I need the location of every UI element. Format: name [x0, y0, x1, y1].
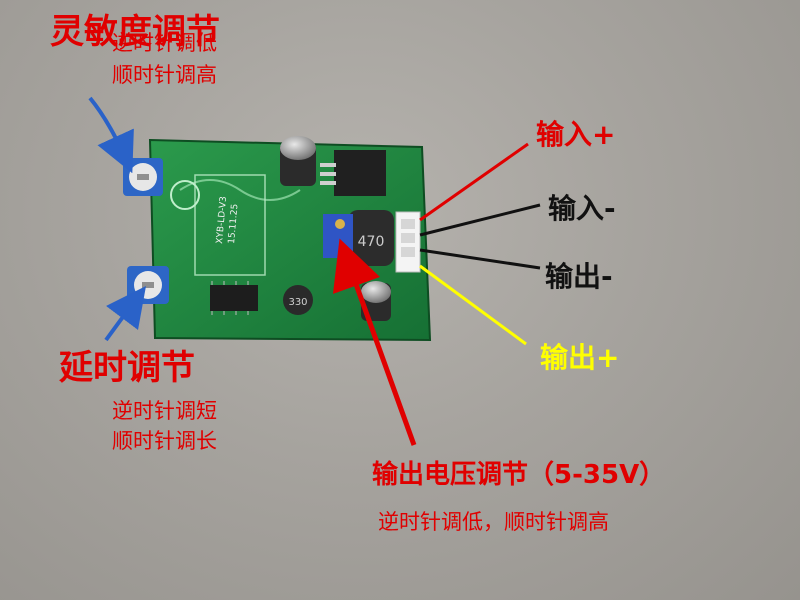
ic-chip — [210, 281, 258, 315]
delay-ccw-note: 逆时针调短 — [112, 399, 217, 423]
delay-potentiometer — [127, 266, 169, 304]
terminal-connector — [395, 211, 421, 273]
regulator-chip — [320, 150, 386, 196]
sensitivity-cw-note: 顺时针调高 — [112, 63, 217, 87]
electrolytic-capacitor — [280, 136, 316, 186]
sensitivity-label: 灵敏度调节 — [50, 12, 220, 52]
chip-marking: XYB-LD-V3 — [215, 196, 229, 244]
input-plus-line — [419, 142, 529, 222]
voltage-adjust-arrow — [332, 238, 417, 446]
delay-label: 延时调节 — [59, 348, 195, 388]
voltage-note: 逆时针调低，顺时针调高 — [378, 510, 609, 534]
input-plus-label: 输入+ — [536, 118, 616, 151]
small-inductor: 330 — [283, 285, 313, 315]
voltage-title: 输出电压调节（5-35V） — [372, 460, 666, 490]
output-plus-line — [419, 264, 527, 346]
date-marking: 15.11.25 — [227, 203, 240, 244]
sensitivity-potentiometer — [123, 158, 163, 196]
inductor: 470 — [348, 210, 394, 266]
sensitivity-ccw-note: 逆时针调低 — [112, 31, 217, 55]
inductor-marking: 470 — [358, 234, 385, 250]
voltage-trim-potentiometer — [323, 214, 353, 258]
delay-arrow — [104, 285, 146, 342]
output-minus-line — [419, 248, 541, 270]
input-minus-label: 输入- — [548, 192, 616, 225]
small-inductor-marking: 330 — [288, 297, 307, 308]
output-plus-label: 输出+ — [540, 341, 620, 374]
sensitivity-arrow — [88, 96, 134, 174]
delay-cw-note: 顺时针调长 — [112, 429, 217, 453]
input-minus-line — [419, 203, 541, 237]
output-minus-label: 输出- — [545, 260, 613, 293]
